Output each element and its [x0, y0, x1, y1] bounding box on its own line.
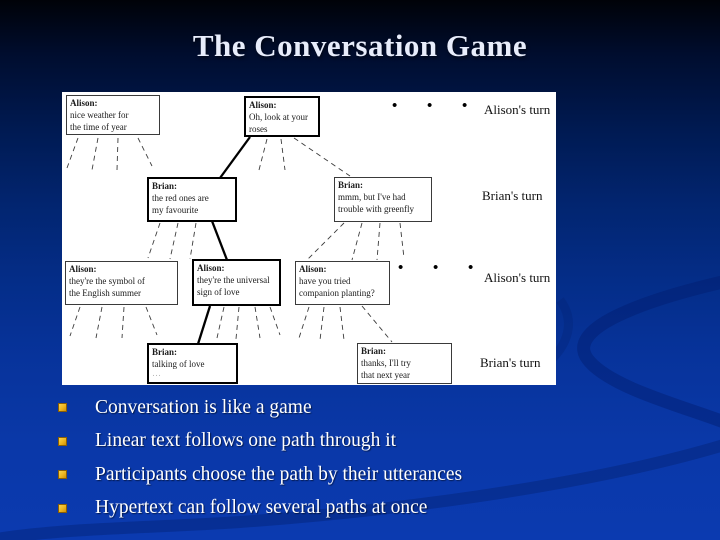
ellipsis-dots: • • • — [392, 98, 481, 114]
utterance-line: mmm, but I've had — [338, 191, 406, 202]
bullet-item: Participants choose the path by their ut… — [55, 458, 700, 492]
bullet-text: Conversation is like a game — [95, 396, 312, 418]
bullet-list: Conversation is like a game Linear text … — [55, 391, 700, 525]
speaker-name: Alison: — [197, 263, 225, 273]
dialogue-box-alison-english-summer: Alison: they're the symbol of the Englis… — [65, 261, 178, 305]
utterance-line: nice weather for — [70, 109, 129, 120]
bullet-item: Linear text follows one path through it — [55, 425, 700, 459]
utterance-line: they're the symbol of — [69, 275, 145, 286]
speaker-name: Alison: — [69, 264, 97, 274]
dialogue-box-alison-companion-planting: Alison: have you tried companion plantin… — [295, 261, 390, 305]
utterance-line: the English summer — [69, 287, 141, 298]
bullet-square-icon — [58, 403, 67, 412]
speaker-name: Brian: — [338, 180, 364, 190]
dialogue-box-alison-weather: Alison: nice weather for the time of yea… — [66, 95, 160, 135]
dialogue-box-brian-greenfly: Brian: mmm, but I've had trouble with gr… — [334, 177, 432, 222]
utterance-line: the red ones are — [152, 192, 209, 203]
connector-lines — [66, 136, 405, 345]
turn-label-brian-1: Brian's turn — [482, 188, 543, 203]
utterance-line: sign of love — [197, 286, 240, 297]
bullet-square-icon — [58, 470, 67, 479]
turn-label-brian-2: Brian's turn — [480, 355, 541, 370]
bullet-text: Hypertext can follow several paths at on… — [95, 497, 428, 519]
turn-label-alison-2: Alison's turn — [484, 270, 551, 285]
bullet-item: Conversation is like a game — [55, 391, 700, 425]
bullet-text: Participants choose the path by their ut… — [95, 463, 463, 485]
turn-label-alison-1: Alison's turn — [484, 102, 551, 117]
dialogue-box-alison-sign-of-love: Alison: they're the universal sign of lo… — [192, 259, 281, 306]
dialogue-box-alison-roses: Alison: Oh, look at your roses — [244, 96, 320, 137]
utterance-line: talking of love — [152, 358, 205, 369]
utterance-line: thanks, I'll try — [361, 357, 411, 368]
utterance-line: the time of year — [70, 121, 127, 132]
bullet-item: Hypertext can follow several paths at on… — [55, 492, 700, 526]
dialogue-box-brian-red-ones: Brian: the red ones are my favourite — [147, 177, 237, 222]
utterance-line: they're the universal — [197, 274, 270, 285]
utterance-line: that next year — [361, 369, 410, 380]
speaker-name: Brian: — [152, 181, 178, 191]
dialogue-box-brian-next-year: Brian: thanks, I'll try that next year — [357, 343, 452, 384]
speaker-name: Brian: — [361, 346, 387, 356]
utterance-line: companion planting? — [299, 287, 375, 298]
bullet-text: Linear text follows one path through it — [95, 430, 397, 452]
utterance-line-faint: … — [152, 367, 163, 378]
utterance-line: roses — [249, 123, 268, 134]
utterance-line: my favourite — [152, 204, 199, 215]
utterance-line: trouble with greenfly — [338, 203, 414, 214]
speaker-name: Alison: — [299, 264, 327, 274]
speaker-name: Brian: — [152, 347, 178, 357]
utterance-line: Oh, look at your — [249, 111, 308, 122]
bullet-square-icon — [58, 503, 67, 513]
ellipsis-dots: • • • — [398, 260, 487, 276]
bullet-square-icon — [58, 436, 67, 446]
dialogue-box-brian-talking-of-love: Brian: talking of love … — [147, 343, 238, 384]
utterance-line: have you tried — [299, 275, 351, 286]
slide-title: The Conversation Game — [192, 28, 528, 63]
speaker-name: Alison: — [249, 100, 277, 110]
conversation-tree-diagram: Alison: nice weather for the time of yea… — [62, 92, 556, 385]
speaker-name: Alison: — [70, 98, 98, 108]
